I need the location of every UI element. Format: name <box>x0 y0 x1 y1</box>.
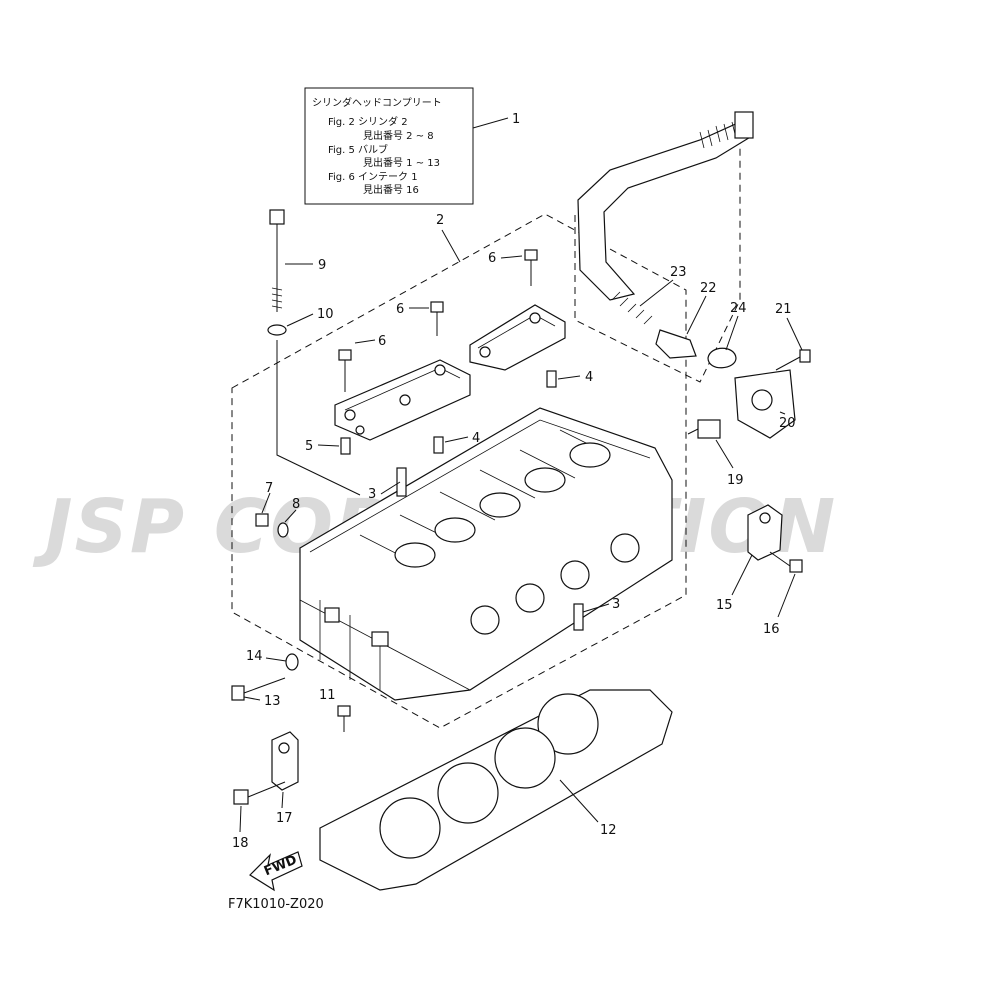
bolt-18 <box>233 781 286 805</box>
callout-5: 5 <box>305 439 313 454</box>
leader-9-10 <box>276 340 361 496</box>
callout-4-b: 4 <box>585 370 593 385</box>
info-box-ref-1: Fig. 2 シリンダ 2 <box>328 115 408 128</box>
bolt-11 <box>337 705 351 732</box>
dowel-4-b <box>546 370 557 388</box>
bolt-6-a <box>338 349 352 392</box>
bolt-6-b <box>430 301 444 336</box>
callouts: 1 2 3 3 4 4 5 6 6 6 7 8 9 10 11 12 13 <box>232 112 803 851</box>
callout-6-a: 6 <box>378 334 386 349</box>
plate-15-hole <box>759 512 771 524</box>
callout-13: 13 <box>264 694 281 709</box>
cylinder-head <box>299 407 673 701</box>
callout-6-b: 6 <box>396 302 404 317</box>
callout-18: 18 <box>232 836 249 851</box>
callout-19: 19 <box>727 473 744 488</box>
washer-10 <box>267 324 287 336</box>
callout-15: 15 <box>716 598 733 613</box>
callout-6-c: 6 <box>488 251 496 266</box>
callout-22: 22 <box>700 281 717 296</box>
sensor-19 <box>687 419 721 439</box>
washer-14 <box>285 653 299 671</box>
info-box-title: シリンダヘッドコンプリート <box>312 96 442 109</box>
callout-10: 10 <box>317 307 334 322</box>
callout-3-b: 3 <box>612 597 620 612</box>
pin-3-b <box>573 603 584 631</box>
bolt-21 <box>775 349 811 371</box>
callout-2: 2 <box>436 213 444 228</box>
bolt-7 <box>255 513 269 527</box>
callout-4-a: 4 <box>472 431 480 446</box>
head-bolt-9 <box>269 209 285 312</box>
callout-9: 9 <box>318 258 326 273</box>
cam-cap-right <box>469 304 566 371</box>
clamp-24 <box>707 347 737 369</box>
info-box: シリンダヘッドコンプリート Fig. 2 シリンダ 2 見出番号 2 ~ 8 F… <box>304 87 474 205</box>
hose-23 <box>577 111 754 325</box>
info-box-ref-2: Fig. 5 バルブ <box>328 143 388 156</box>
callout-12: 12 <box>600 823 617 838</box>
callout-3-a: 3 <box>368 487 376 502</box>
callout-17: 17 <box>276 811 293 826</box>
gasket-8 <box>277 522 289 538</box>
info-box-sub-2: 見出番号 1 ~ 13 <box>363 156 440 169</box>
cam-cap-left <box>334 359 471 441</box>
bolt-6-c <box>524 249 538 286</box>
callout-7: 7 <box>265 481 273 496</box>
callout-23: 23 <box>670 265 687 280</box>
fwd-arrow: FWD <box>249 851 303 892</box>
bracket-17 <box>271 731 299 791</box>
info-box-ref-3: Fig. 6 インテーク 1 <box>328 171 418 183</box>
plate-15 <box>747 504 783 561</box>
info-box-sub-3: 見出番号 16 <box>363 183 419 196</box>
head-gasket-12 <box>319 689 673 891</box>
callout-21: 21 <box>775 302 792 317</box>
callout-20: 20 <box>779 416 796 431</box>
info-box-sub-1: 見出番号 2 ~ 8 <box>363 129 434 142</box>
callout-11: 11 <box>319 688 336 703</box>
callout-16: 16 <box>763 622 780 637</box>
diagram-code: F7K1010-Z020 <box>228 897 324 912</box>
bolt-16 <box>769 551 803 573</box>
callout-1: 1 <box>512 112 520 127</box>
dowel-5 <box>340 437 351 455</box>
bracket-17-hole <box>278 742 290 754</box>
housing-20-port <box>751 389 773 411</box>
dowel-4-a <box>433 436 444 454</box>
callout-8: 8 <box>292 497 300 512</box>
hose-boundary <box>574 140 741 383</box>
pin-3-a <box>396 467 407 497</box>
bolt-13 <box>231 677 286 701</box>
callout-14: 14 <box>246 649 263 664</box>
callout-24: 24 <box>730 301 747 316</box>
hose-end-22 <box>655 329 697 359</box>
